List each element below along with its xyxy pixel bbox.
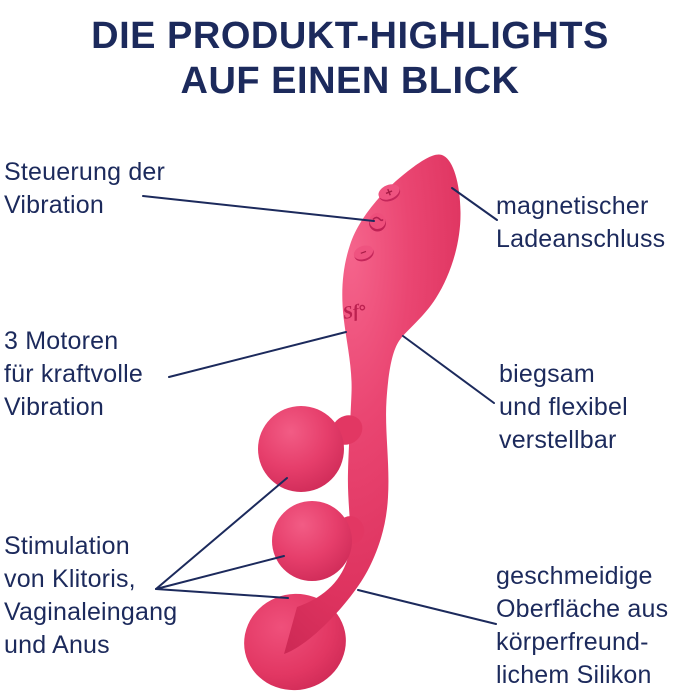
label-line: biegsam	[499, 360, 595, 388]
label-line: Vaginaleingang	[4, 598, 178, 626]
label-line: und flexibel	[499, 393, 628, 421]
label-line: verstellbar	[499, 426, 617, 454]
label-magnetic-charging: magnetischer Ladeanschluss	[496, 190, 665, 256]
label-line: Vibration	[4, 393, 105, 421]
vibrator-shaft	[284, 154, 461, 654]
satisfyer-logo-text: Sf	[341, 300, 362, 323]
plus-button: +	[378, 183, 401, 202]
pointer-line-surface	[357, 589, 497, 625]
minus-button-glyph: −	[359, 246, 369, 259]
label-line: körperfreund-	[496, 628, 649, 656]
pointer-line-stimulation-3	[155, 588, 289, 599]
label-vibration-control: Steuerung der Vibration	[4, 156, 165, 222]
label-line: für kraftvolle	[4, 360, 143, 388]
label-stimulation: Stimulation von Klitoris, Vaginaleingang…	[4, 530, 177, 662]
pointer-line-motors	[168, 331, 347, 378]
label-three-motors: 3 Motoren für kraftvolle Vibration	[4, 325, 143, 424]
label-line: und Anus	[4, 631, 110, 659]
label-line: geschmeidige	[496, 562, 653, 590]
page-title-line2: AUF EINEN BLICK	[180, 60, 520, 102]
vibrator-ball-upper	[258, 406, 344, 492]
label-line: magnetischer	[496, 192, 649, 220]
label-line: Vibration	[4, 191, 105, 219]
page-title-line1: DIE PRODUKT-HIGHLIGHTS	[91, 15, 609, 57]
label-line: 3 Motoren	[4, 327, 119, 355]
pointer-line-charge	[451, 187, 498, 221]
power-button	[369, 213, 386, 232]
pointer-line-flexible	[402, 335, 495, 404]
satisfyer-logo: Sf	[341, 300, 366, 323]
label-flexible: biegsam und flexibel verstellbar	[499, 358, 628, 457]
label-line: Ladeanschluss	[496, 225, 666, 253]
pointer-line-control	[142, 195, 375, 222]
pointer-line-stimulation-1	[155, 477, 288, 590]
label-line: Stimulation	[4, 532, 130, 560]
label-line: von Klitoris,	[4, 565, 136, 593]
pointer-line-stimulation-2	[155, 555, 285, 590]
vibrator-ball-lower	[272, 501, 352, 581]
page-title: DIE PRODUKT-HIGHLIGHTS AUF EINEN BLICK	[0, 14, 700, 104]
label-line: lichem Silikon	[496, 661, 652, 689]
label-silicone-surface: geschmeidige Oberfläche aus körperfreund…	[496, 560, 668, 692]
label-line: Steuerung der	[4, 158, 166, 186]
minus-button: −	[353, 245, 374, 262]
label-line: Oberfläche aus	[496, 595, 669, 623]
